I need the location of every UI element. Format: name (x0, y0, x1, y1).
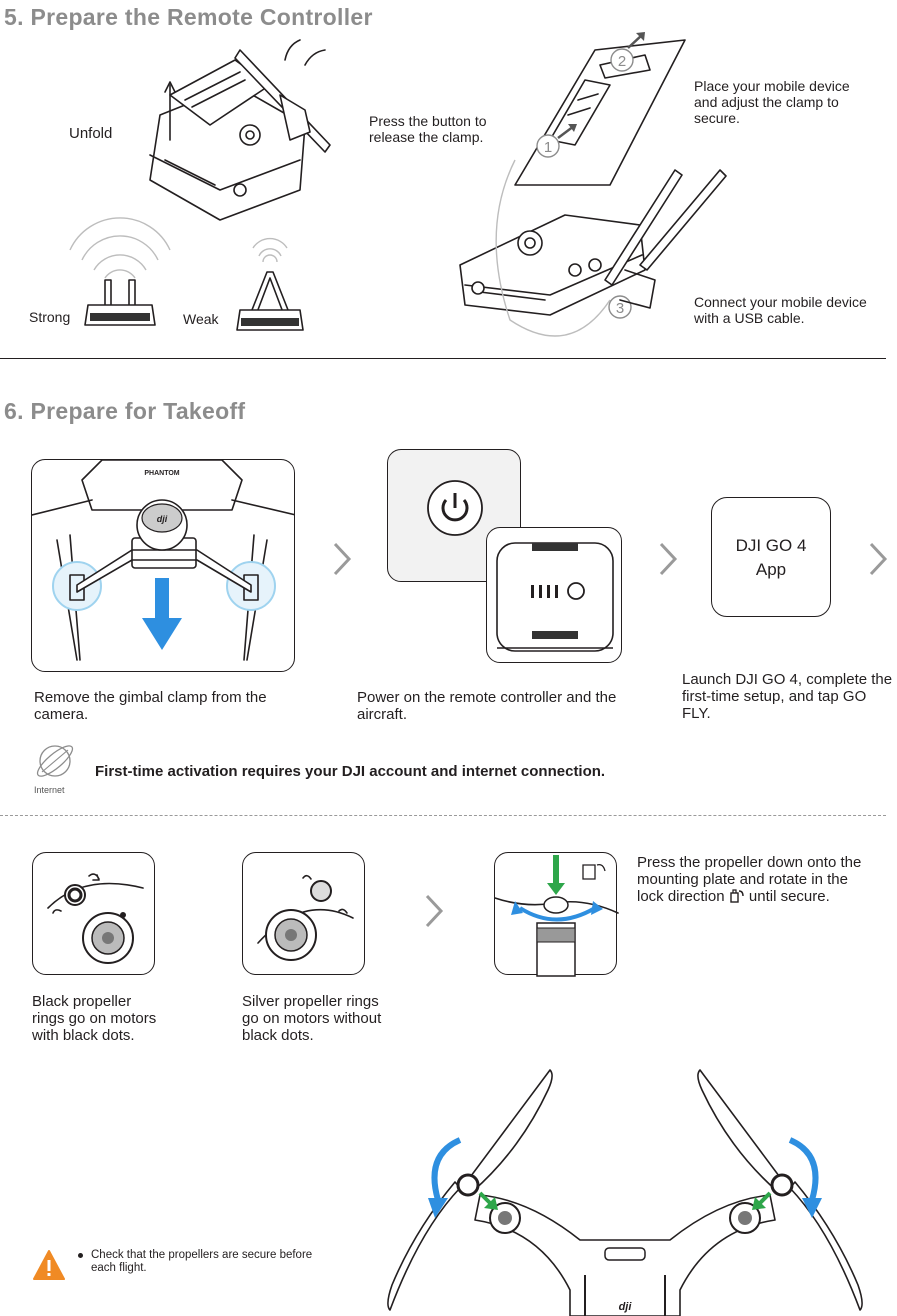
remove-gimbal-instruction: Remove the gimbal clamp from the camera. (34, 689, 267, 723)
battery-indicator-illustration (496, 542, 614, 652)
section-divider (0, 358, 886, 359)
press-propeller-text: Press the propeller down onto the mounti… (637, 854, 862, 905)
signal-weak-label: Weak (183, 311, 219, 327)
signal-weak-icon (236, 237, 304, 331)
battery-level-illustration-box (486, 527, 622, 663)
step-3-number: 3 (616, 300, 624, 317)
black-propeller-instruction: Black propeller rings go on motors with … (32, 993, 157, 1044)
silver-propeller-illustration-box (242, 852, 365, 975)
remote-controller-with-mobile-device-illustration: 2 1 3 (459, 32, 727, 337)
power-icon (427, 480, 483, 536)
aircraft-brand-text: PHANTOM (144, 470, 179, 477)
chevron-right-icon (869, 542, 888, 576)
section-title-prepare-for-takeoff: 6. Prepare for Takeoff (4, 398, 246, 424)
signal-strong-label: Strong (29, 309, 71, 325)
gimbal-clamp-illustration: PHANTOM dji (32, 460, 294, 661)
drone-logo-text: dji (619, 1301, 633, 1313)
press-propeller-illustration-box (494, 852, 619, 977)
gimbal-logo-text: dji (157, 514, 168, 524)
connect-usb-instruction: Connect your mobile device with a USB ca… (694, 294, 867, 326)
unfold-label: Unfold (69, 125, 113, 142)
black-propeller-illustration-box (32, 852, 155, 975)
drone-propellers-illustration: dji (387, 1069, 863, 1316)
step-1-number: 1 (544, 139, 552, 156)
app-name: DJI GO 4 (735, 536, 807, 555)
press-propeller-instruction: Press the propeller down onto the mounti… (637, 854, 877, 905)
warning-icon (33, 1250, 65, 1280)
power-on-instruction: Power on the remote controller and the a… (357, 689, 617, 723)
place-device-instruction: Place your mobile device and adjust the … (694, 78, 850, 126)
press-and-rotate-propeller-illustration (494, 855, 619, 977)
propeller-warning-text: Check that the propellers are secure bef… (91, 1249, 313, 1274)
internet-label: Internet (34, 785, 65, 795)
activation-note: First-time activation requires your DJI … (95, 763, 606, 780)
dji-go-app-box: DJI GO 4 App (711, 497, 831, 617)
step-2-number: 2 (618, 53, 626, 70)
app-label: App (755, 560, 787, 579)
lock-direction-icon (730, 889, 744, 903)
chevron-right-icon (659, 542, 678, 576)
black-propeller-motor-illustration (47, 873, 144, 964)
chevron-right-icon (425, 894, 444, 928)
remote-controller-unfold-illustration (149, 39, 331, 221)
chevron-right-icon (333, 542, 352, 576)
launch-app-instruction: Launch DJI GO 4, complete the first-time… (682, 671, 893, 722)
warning-bullet (78, 1253, 83, 1258)
silver-propeller-instruction: Silver propeller rings go on motors with… (242, 993, 382, 1044)
dashed-divider (0, 815, 886, 816)
internet-globe-icon (36, 745, 74, 777)
section-title-remote-controller: 5. Prepare the Remote Controller (4, 4, 373, 30)
signal-strong-icon (69, 217, 171, 326)
press-button-instruction: Press the button to release the clamp. (369, 113, 487, 145)
gimbal-clamp-illustration-box: PHANTOM dji (31, 459, 295, 672)
silver-propeller-motor-illustration (257, 874, 354, 961)
until-secure-text: until secure. (748, 888, 830, 905)
